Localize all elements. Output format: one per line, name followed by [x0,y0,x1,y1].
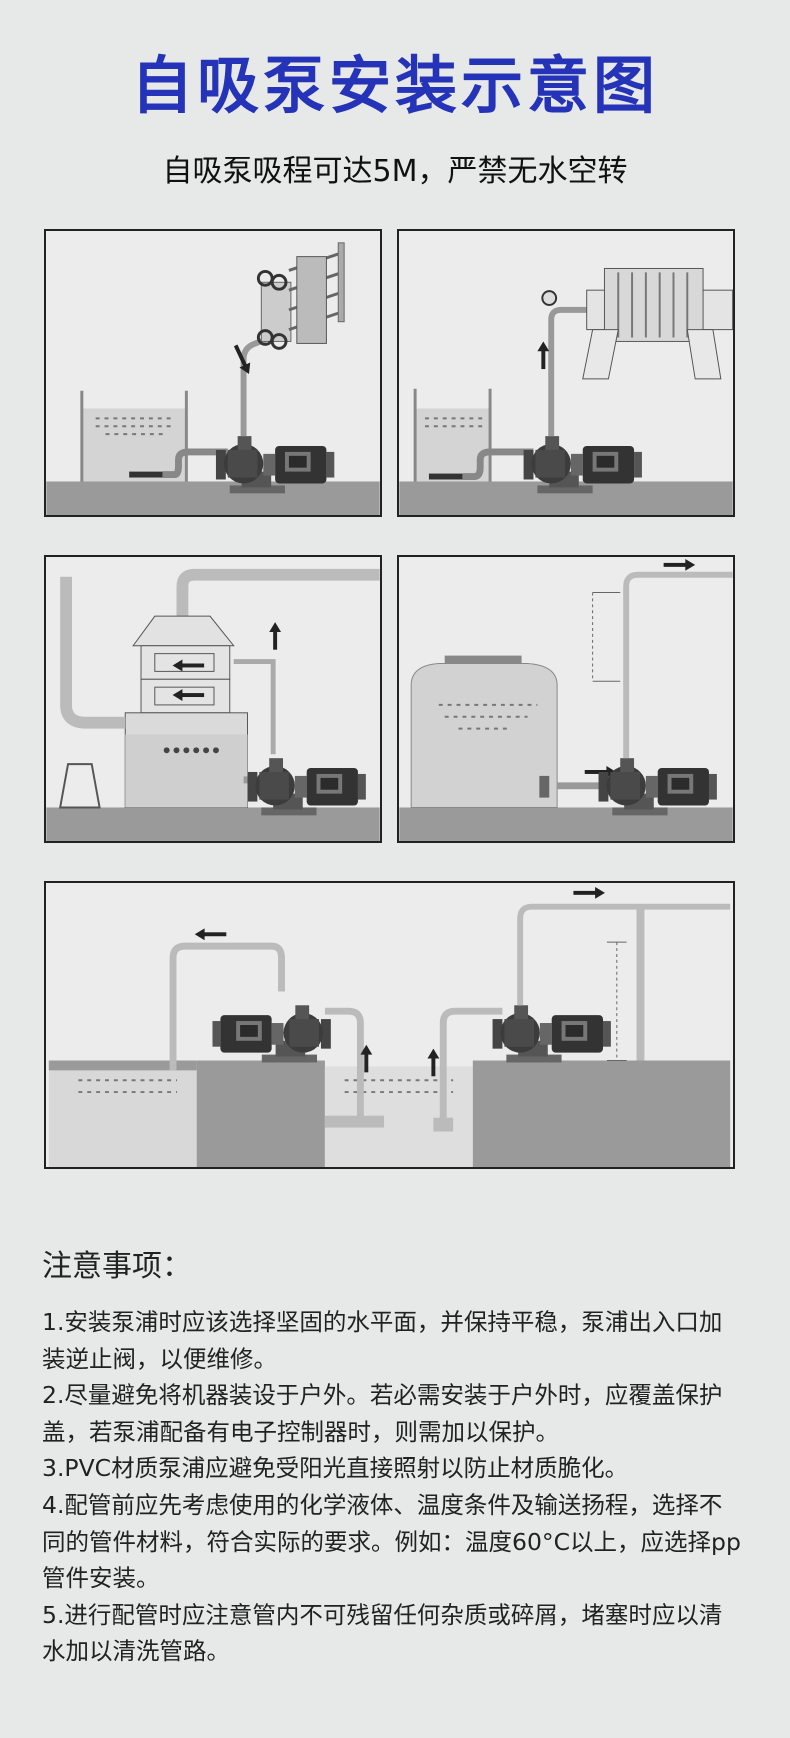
pump-icon [212,1005,331,1063]
note-item: 3.PVC材质泵浦应避免受阳光直接照射以防止材质脆化。 [42,1454,629,1483]
arrow-up-icon [537,341,550,370]
pit-transfer-illustration [48,886,731,1167]
pump-icon [247,758,366,816]
diagram-storage-tank [397,555,735,843]
foot-valve [129,471,163,478]
notes-heading: 注意事项： [42,1249,192,1284]
diagram-pit-transfer [44,881,735,1169]
pressure-gauge-icon [541,290,558,306]
filter-press-illustration [399,267,733,515]
note-item: 5.进行配管时应注意管内不可残留任何杂质或碎屑，堵塞时应以清水加以清洗管路。 [42,1600,723,1666]
page-title: 自吸泵安装示意图 [130,49,659,122]
diagram-filter-press [397,229,735,517]
plate-heat-exchanger-illustration [46,242,380,515]
storage-tank-illustration [399,558,733,841]
pump-icon [492,1005,611,1063]
discharge-pipe [240,334,273,437]
ground [46,481,380,515]
pump-icon [598,758,717,816]
scrubber-tower-illustration [46,568,380,841]
note-item: 1.安装泵浦时应该选择坚固的水平面，并保持平稳，泵浦出入口加装逆止阀，以便维修。 [42,1308,723,1373]
page-subtitle: 自吸泵吸程可达5M，严禁无水空转 [162,154,628,189]
water-tank [81,408,187,482]
note-item: 2.尽量避免将机器装设于户外。若必需安装于户外时，应覆盖保护盖，若泵浦配备有电子… [42,1381,723,1446]
heat-exchanger-frame [260,281,292,342]
suction-pipe [162,448,228,479]
notes-list: 1.安装泵浦时应该选择坚固的水平面，并保持平稳，泵浦出入口加装逆止阀，以便维修。… [42,1304,742,1670]
note-item: 4.配管前应先考虑使用的化学液体、温度条件及输送扬程，选择不同的管件材料，符合实… [42,1490,741,1593]
diagram-plate-heat-exchanger [44,229,382,517]
diagram-scrubber-tower [44,555,382,843]
